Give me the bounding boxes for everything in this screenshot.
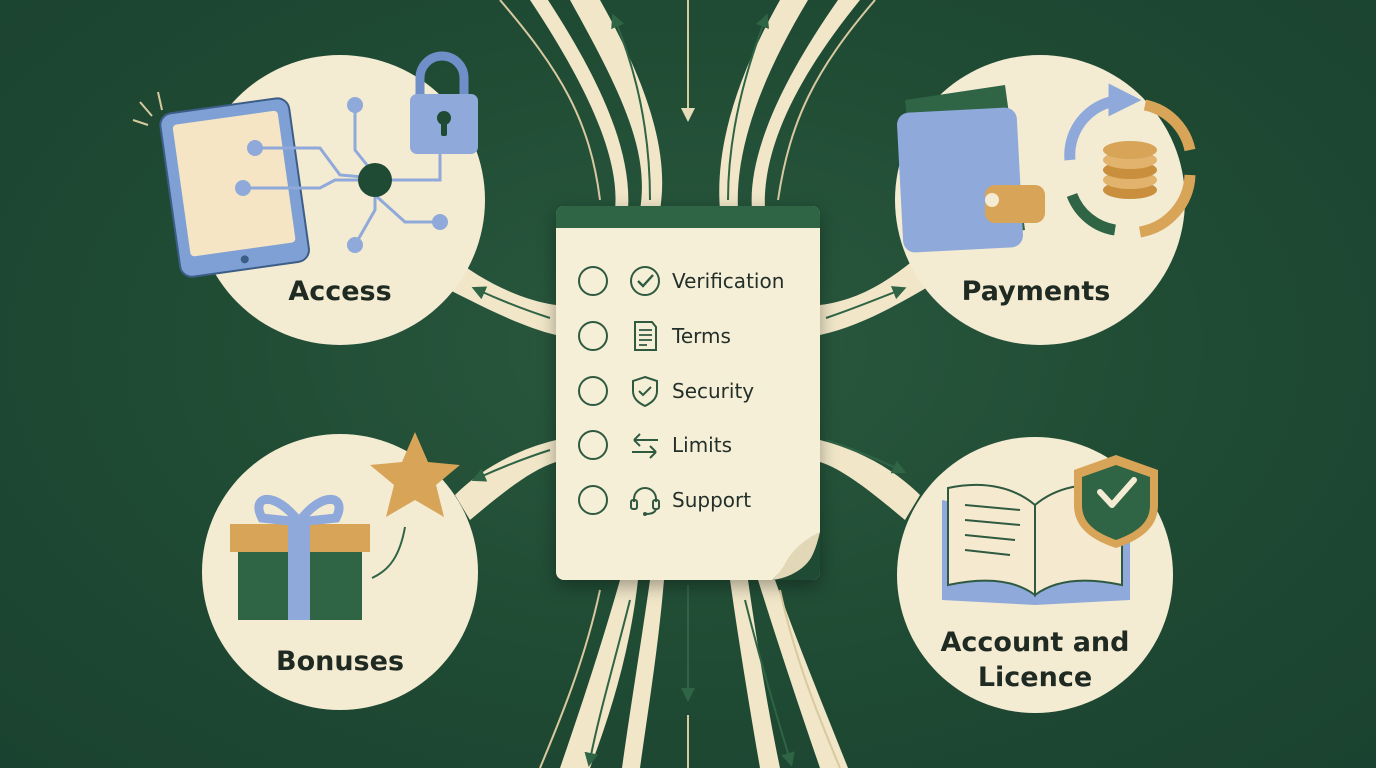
checkbox[interactable] — [578, 430, 608, 460]
checkbox[interactable] — [578, 321, 608, 351]
headset-icon — [630, 487, 660, 516]
checklist-item-label: Verification — [672, 269, 785, 293]
checklist-card: Verification Terms Security Limi — [556, 206, 820, 580]
shield-check-icon — [632, 375, 658, 408]
checklist-item-support[interactable]: Support — [578, 482, 808, 518]
checklist-item-security[interactable]: Security — [578, 373, 808, 409]
account-label-line2: Licence — [977, 662, 1093, 693]
checklist-item-label: Limits — [672, 433, 732, 457]
checklist-item-limits[interactable]: Limits — [578, 427, 808, 463]
check-circle-icon — [630, 266, 660, 296]
checklist-header — [556, 206, 820, 228]
swap-arrows-icon — [632, 433, 658, 459]
checklist-item-label: Support — [672, 488, 752, 512]
account-label: Account and Licence — [905, 625, 1165, 695]
page-curl — [772, 532, 820, 580]
account-node — [897, 437, 1173, 713]
checklist-item-terms[interactable]: Terms — [578, 318, 808, 354]
document-icon — [634, 321, 657, 351]
bonuses-node — [202, 432, 478, 710]
payments-label: Payments — [961, 276, 1111, 307]
bonuses-label: Bonuses — [275, 646, 405, 677]
payments-node — [895, 55, 1196, 345]
access-node — [132, 51, 485, 345]
checkbox[interactable] — [578, 485, 608, 515]
access-label: Access — [288, 276, 392, 307]
bottom-streams — [539, 580, 848, 768]
gift-star-icon — [230, 432, 460, 620]
account-label-line1: Account and — [940, 627, 1130, 658]
checklist-item-verification[interactable]: Verification — [578, 263, 808, 299]
top-streams — [499, 0, 876, 210]
checklist-item-label: Terms — [672, 324, 731, 348]
book-shield-icon — [942, 455, 1158, 605]
checkbox[interactable] — [578, 376, 608, 406]
tablet-network-lock-icon — [132, 51, 478, 278]
wallet-coins-icon — [897, 83, 1196, 253]
checkbox[interactable] — [578, 266, 608, 296]
checklist-item-label: Security — [672, 379, 755, 403]
